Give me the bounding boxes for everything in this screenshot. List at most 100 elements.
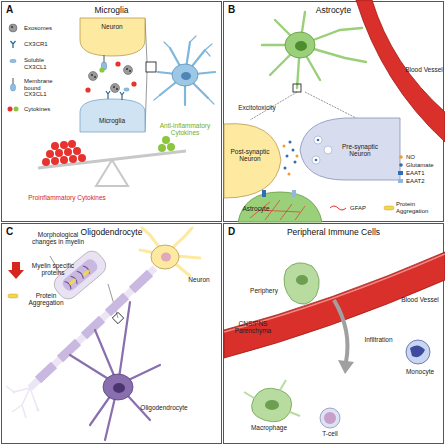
legend-sample [384,206,394,210]
legend-sample [398,171,403,175]
text-label: Protein Aggregation [21,292,71,306]
astrocyte-illustration-rect [262,190,266,197]
peripheral-illustration-polygon [338,360,354,374]
astrocyte-illustration-g-circle [315,159,318,162]
astrocyte-illustration-g-circle [283,145,286,148]
oligodendrocyte-illustration-path [140,228,200,276]
microglia-illustration-circle [131,81,136,86]
microglia-illustration-g [158,136,175,152]
microglia-illustration-g-circle [51,142,59,150]
oligodendrocyte-illustration-path [70,302,160,440]
microglia-illustration-g-circle [60,156,68,164]
peripheral-illustration-path [410,345,425,357]
microglia-illustration-circle [85,87,90,92]
astrocyte-illustration-g-circle [292,149,295,152]
microglia-illustration-path [80,99,145,132]
astrocyte-illustration-g-circle [289,141,292,144]
microglia-illustration-g-circle [60,141,68,149]
legend-sample [14,107,19,112]
astrocyte-illustration-rect [292,190,296,197]
peripheral-illustration-path [284,263,319,304]
oligodendrocyte-illustration-ellipse [151,245,179,269]
oligodendrocyte-illustration [6,228,200,440]
text-label: Infiltration [356,336,401,343]
peripheral-illustration-circle [324,412,336,424]
microglia-illustration-g-circle [167,143,175,151]
oligodendrocyte-illustration-path [6,386,38,418]
microglia-illustration-rect [146,62,156,72]
microglia-illustration-path [80,18,145,56]
text-label: Monocyte [400,368,440,375]
panel-title: Microglia [2,5,221,15]
oligodendrocyte-illustration-ellipse [103,374,133,400]
microglia-illustration [38,18,215,186]
oligodendrocyte-illustration-rect [8,294,18,298]
oligodendrocyte-illustration-ellipse [161,253,171,262]
peripheral-illustration-path [252,388,292,422]
astrocyte-illustration-circle [312,156,320,164]
text-label: Anti-inflammatory Cytokines [150,122,220,136]
legend-sample [8,107,13,112]
astrocyte-illustration-g-circle [294,161,297,164]
text-label: Myelin specific proteins [26,262,80,276]
microglia-illustration-circle [91,74,93,76]
microglia-illustration-circle [124,66,133,75]
legend-text: Cytokines [24,106,64,113]
microglia-illustration-g [42,140,86,166]
legend-text: EAAT1 [406,170,442,177]
legend-text: EAAT2 [406,178,442,185]
microglia-illustration-g-circle [55,149,63,157]
microglia-illustration-circle [99,67,104,72]
peripheral-illustration-circle [406,340,430,364]
microglia-illustration-g-circle [78,154,86,162]
text-label: Neuron [184,276,214,283]
panel-title: Peripheral Immune Cells [224,227,443,237]
legend-sample [9,24,17,32]
oligodendrocyte-illustration-path [38,273,150,380]
text-label: Morphological changes in myelin [28,231,88,245]
oligodendrocyte-illustration-polygon [8,262,24,279]
legend-text: Exosomes [24,25,64,32]
oligodendrocyte-illustration-g-rect [69,278,77,285]
astrocyte-illustration-path [224,124,281,198]
panel-letter: B [228,4,235,15]
astrocyte-illustration-g-circle [286,155,289,158]
legend-text: Membrane bound CX3CL1 [24,78,60,98]
text-label: Blood Vessel [398,296,442,303]
microglia-illustration-circle [94,76,96,78]
text-label: Periphery [244,287,284,294]
astrocyte-illustration-g-circle [296,155,299,158]
peripheral-illustration-circle [320,408,340,428]
text-label: Astrocyte [236,205,276,212]
peripheral-illustration-ellipse [296,275,308,285]
microglia-illustration-circle [115,61,120,66]
astrocyte-illustration-path [262,12,366,88]
astrocyte-illustration-path [300,118,400,180]
text-label: Microglia [88,117,136,124]
peripheral-illustration-path [244,380,300,416]
astrocyte-illustration-g [284,139,320,170]
legend-sample [399,155,403,159]
oligodendrocyte-illustration-g-rect [82,269,90,276]
text-label: Neuron [92,23,132,30]
panel-title: Astrocyte [224,5,443,15]
astrocyte-illustration-line [305,92,360,120]
astrocyte-illustration-rect [293,84,301,92]
legend-sample [11,41,16,48]
legend-text: Protein Aggregation [396,201,440,214]
astrocyte-illustration [224,0,445,222]
panel-letter: C [6,226,13,237]
text-label: Proinflammatory Cytokines [22,194,112,201]
microglia-illustration-g-circle [69,155,77,163]
microglia-illustration-circle [129,70,131,72]
microglia-illustration-g-circle [64,148,72,156]
microglia-illustration-g-circle [51,157,59,165]
microglia-illustration-circle [89,72,98,81]
astrocyte-illustration-circle [314,136,322,144]
oligodendrocyte-illustration-ellipse [113,383,125,393]
astrocyte-illustration-g-circle [288,173,291,176]
microglia-illustration-g-circle [46,150,54,158]
legend-sample [398,179,403,183]
microglia-illustration-g-circle [68,140,76,148]
